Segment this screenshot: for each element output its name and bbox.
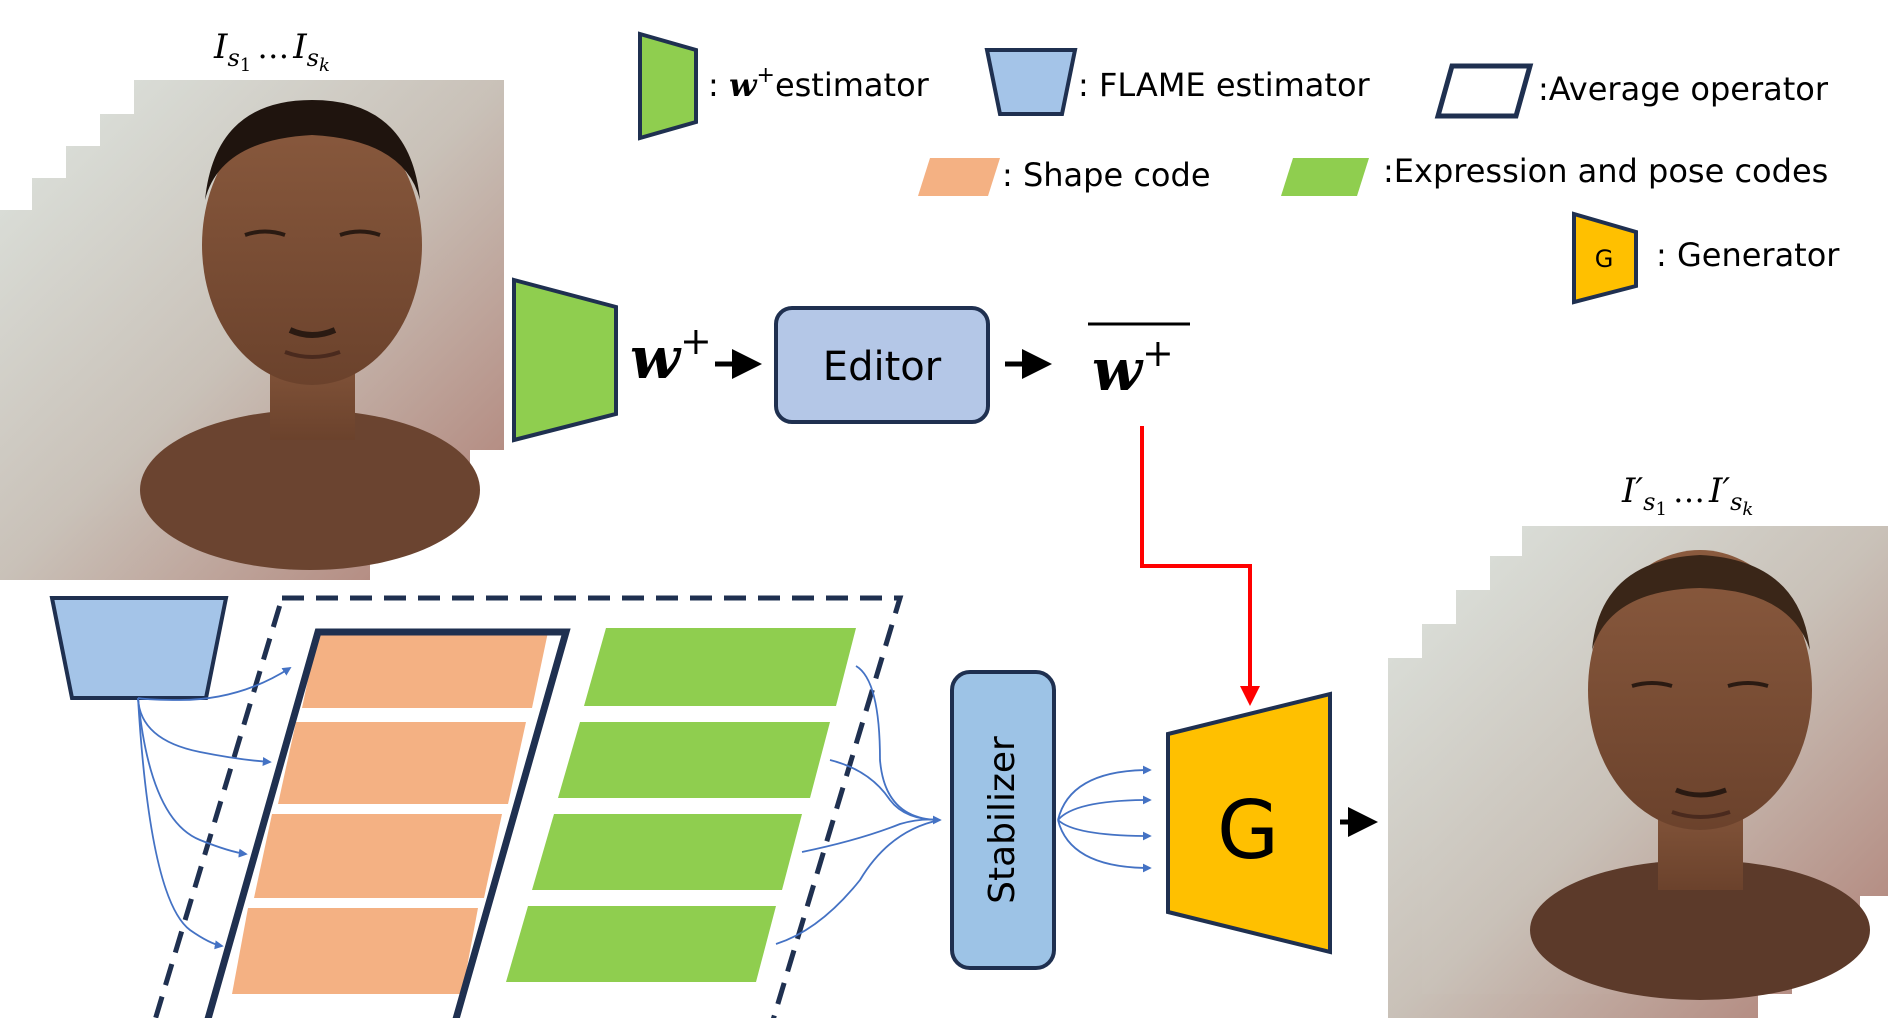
editor-label: Editor <box>823 344 942 390</box>
legend-expr-pose-label: :Expression and pose codes <box>1383 152 1828 190</box>
shape-code-3 <box>254 814 502 898</box>
expr-pose-code-stack <box>506 628 856 982</box>
input-frame-stack: Is1…Isk <box>0 27 504 580</box>
legend-w-estimator-label: : w+estimator <box>708 63 930 104</box>
generator-trapezoid: G <box>1166 691 1332 955</box>
output-frames-label: I′s1…I′sk <box>1621 471 1753 520</box>
expr-pose-code-4 <box>506 906 776 982</box>
legend-average-operator-label: :Average operator <box>1538 70 1829 108</box>
legend-w-estimator-icon <box>638 31 698 141</box>
shape-code-average-box <box>204 628 571 1018</box>
legend-flame-estimator-icon <box>984 48 1078 116</box>
output-face-image <box>1522 526 1888 1000</box>
legend-shape-code-label: : Shape code <box>1002 156 1211 194</box>
flame-estimator-trapezoid <box>49 596 229 700</box>
legend: : w+estimator : FLAME estimator :Average… <box>638 31 1840 305</box>
input-frames-label: Is1…Isk <box>213 27 330 76</box>
expr-to-stabilizer-arrows <box>775 665 942 945</box>
legend-shape-code-icon <box>918 158 1000 196</box>
legend-expr-pose-icon <box>1281 158 1369 196</box>
legend-generator-label: : Generator <box>1656 236 1840 274</box>
shape-code-2 <box>278 722 526 804</box>
expr-pose-code-1 <box>584 628 856 706</box>
expr-pose-code-3 <box>532 814 802 890</box>
legend-flame-estimator-label: : FLAME estimator <box>1078 66 1371 104</box>
stabilizer-to-generator-arrows <box>1057 765 1152 873</box>
w-plus-symbol: w+ <box>630 319 712 392</box>
arrow-wbar-to-generator <box>1140 426 1260 706</box>
average-operator-region <box>153 595 904 1018</box>
shape-code-4 <box>232 908 478 994</box>
shape-code-1 <box>302 632 548 708</box>
generator-label: G <box>1217 784 1279 877</box>
stabilizer-label: Stabilizer <box>982 736 1023 904</box>
expr-pose-code-2 <box>558 722 830 798</box>
output-frame-stack: I′s1…I′sk <box>1388 471 1888 1018</box>
stabilizer-box: Stabilizer <box>950 670 1056 970</box>
w-estimator-trapezoid <box>512 277 618 443</box>
legend-generator-icon-letter: G <box>1595 245 1614 273</box>
w-bar-symbol: w+ <box>1092 331 1174 404</box>
legend-generator-icon <box>1572 211 1638 305</box>
shape-code-stack <box>204 628 571 1018</box>
legend-average-operator-icon <box>1434 63 1534 119</box>
input-face-image <box>134 80 504 570</box>
flame-to-shape-arrows <box>137 667 292 950</box>
editor-box: Editor <box>774 306 990 424</box>
